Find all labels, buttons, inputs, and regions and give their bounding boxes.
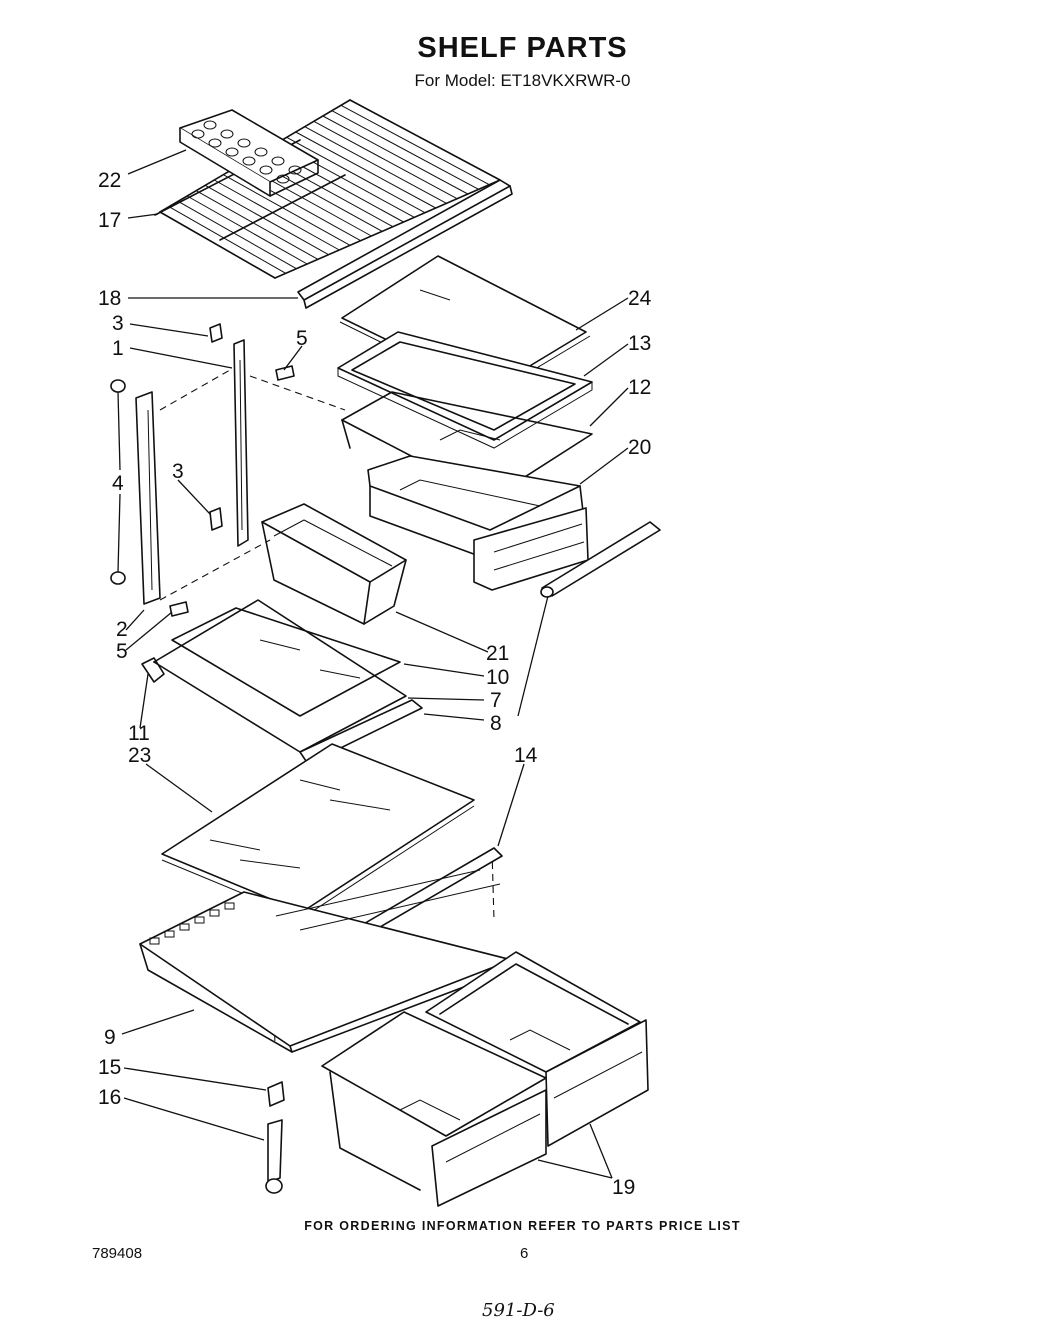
ice-cup [259,165,273,175]
wire-rung [295,131,436,209]
callout-5-upper: 5 [296,327,308,350]
ice-cup [254,147,268,157]
wire-rung [195,190,319,260]
callout-22: 22 [98,169,121,192]
wire-rung [204,184,329,256]
alignment-line-3 [249,375,346,411]
callout-18: 18 [98,287,121,310]
shelf-support-lower [209,507,223,531]
wire-rung [322,115,469,195]
alignment-line-2 [159,539,271,601]
wire-rung [331,110,479,190]
cover-slot [194,916,205,924]
ice-tray [179,109,319,197]
callout-leaders [117,149,629,1179]
cover-slot [149,937,160,945]
handwritten-note: 591-D-6 [482,1300,555,1321]
wire-rung [304,126,447,204]
callout-8: 8 [490,712,502,735]
callout-labels: 22 17 18 3 1 5 24 13 12 20 4 3 2 5 21 10… [98,169,652,1199]
ordering-note: FOR ORDERING INFORMATION REFER TO PARTS … [304,1219,741,1233]
alignment-line-1 [159,369,231,411]
wire-rung [223,174,351,246]
ice-cup [237,138,251,148]
meat-pan [367,455,589,591]
cover-slot [179,923,190,931]
shelf-trim [297,179,513,309]
ice-cup [288,165,302,175]
callout-2: 2 [116,618,128,641]
callout-12: 12 [628,376,651,399]
shelf-track-right [233,339,249,547]
ice-cup [225,147,239,157]
wire-rung [177,200,297,270]
callout-1: 1 [112,337,124,360]
glass-shelf-middle [171,607,401,717]
callout-24: 24 [628,287,652,310]
crisper-support [267,1081,285,1107]
callout-11: 11 [128,722,150,745]
callout-13: 13 [628,332,651,355]
callout-7: 7 [490,689,502,712]
ice-cup [276,174,290,184]
storage-bin [261,503,407,625]
callout-15: 15 [98,1056,121,1079]
callout-9: 9 [104,1026,116,1049]
wire-rung [286,136,426,214]
ice-cup [271,156,285,166]
callout-3-upper: 3 [112,312,124,335]
screw-lower [169,601,189,617]
ice-cup [203,120,217,130]
callout-19: 19 [612,1176,635,1199]
wire-rung [159,211,276,279]
callout-20: 20 [628,436,651,459]
shelf-frame [337,331,593,449]
callout-17: 17 [98,209,121,232]
cover-slot [209,909,220,917]
wire-rung [313,120,458,200]
cover-slot [224,902,235,910]
callout-4: 4 [112,472,124,495]
wire-rung [168,206,286,274]
document-number: 789408 [92,1245,143,1262]
wire-rung [340,104,490,186]
callout-23: 23 [128,744,151,767]
crisper-support-rod [265,1119,283,1194]
ice-cup [208,138,222,148]
page-number: 6 [520,1245,529,1262]
shelf-track-left [135,391,161,605]
crisper-drawer-right [425,951,649,1147]
wire-rung [214,179,340,251]
ice-cup [220,129,234,139]
callout-3-lower: 3 [172,460,184,483]
callout-21: 21 [486,642,509,665]
wire-rung [186,195,308,265]
callout-14: 14 [514,744,538,767]
ice-cup [191,129,205,139]
wire-rung [349,99,501,181]
shelf-frame-middle [141,599,407,753]
callout-10: 10 [486,666,509,689]
trim-rod-right [540,521,661,598]
callout-16: 16 [98,1086,121,1109]
crisper-drawer-left [321,1011,547,1207]
shelf-support-upper [209,323,223,343]
cover-slot [164,930,175,938]
page-title: SHELF PARTS [417,32,628,64]
ice-cup [242,156,256,166]
model-subtitle: For Model: ET18VKXRWR-0 [414,71,631,90]
callout-5-lower: 5 [116,640,128,663]
